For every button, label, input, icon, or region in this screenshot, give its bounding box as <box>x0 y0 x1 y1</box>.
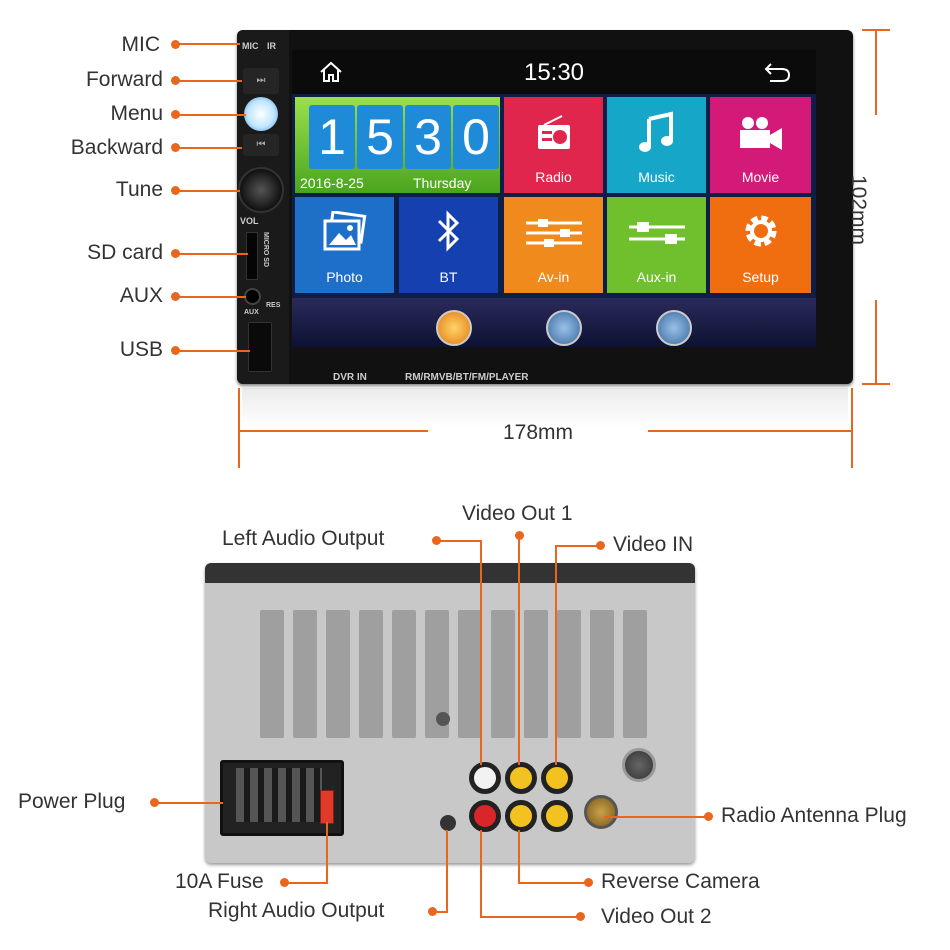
gallery-button[interactable] <box>546 310 582 346</box>
radio-icon <box>538 115 570 149</box>
bezel-micro-sd-text: MICRO SD <box>262 232 269 267</box>
reverse-camera-jack[interactable] <box>541 800 573 832</box>
bezel-vol-text: VOL <box>240 216 259 226</box>
right-audio-output-jack[interactable] <box>469 800 501 832</box>
movie-camera-icon <box>740 117 782 150</box>
aux-in-tile-label: Aux-in <box>636 269 677 285</box>
fuse[interactable] <box>320 790 334 824</box>
movie-tile[interactable]: Movie <box>710 97 811 193</box>
tune-label: Tune <box>115 178 163 201</box>
video-in-jack[interactable] <box>541 762 573 794</box>
photo-icon <box>323 211 367 251</box>
height-dimension-label: 102mm <box>847 175 870 246</box>
radio-antenna-plug[interactable] <box>584 795 618 829</box>
width-dimension-label: 178mm <box>503 421 574 444</box>
bluetooth-icon <box>437 210 460 252</box>
tune-knob[interactable] <box>238 167 284 213</box>
weekday-text: Thursday <box>413 175 472 191</box>
radio-tile[interactable]: Radio <box>504 97 603 193</box>
gear-icon <box>745 215 777 247</box>
bezel-aux-text: AUX <box>244 309 259 316</box>
av-cable-icon <box>526 219 582 247</box>
music-icon <box>639 111 673 152</box>
photo-tile-label: Photo <box>326 269 363 285</box>
usb-port[interactable] <box>248 322 272 372</box>
sd-card-slot[interactable] <box>246 232 258 280</box>
usb-label: USB <box>119 338 163 361</box>
backward-label: Backward <box>70 136 163 159</box>
radio-tile-label: Radio <box>535 169 572 185</box>
back-icon[interactable] <box>762 60 792 84</box>
top-screw-hole <box>436 712 450 726</box>
music-tile[interactable]: Music <box>607 97 706 193</box>
reverse-camera-label: Reverse Camera <box>601 870 760 893</box>
fuse-label: 10A Fuse <box>175 870 264 893</box>
aux-label: AUX <box>119 284 163 307</box>
forward-button[interactable]: ⏭ <box>243 68 279 94</box>
aux-cable-icon <box>629 222 685 244</box>
music-tile-label: Music <box>638 169 675 185</box>
mic-label: MIC <box>121 33 161 56</box>
bezel-ir-text: IR <box>267 41 276 51</box>
radio-antenna-plug-label: Radio Antenna Plug <box>721 804 907 827</box>
aux-port[interactable] <box>244 288 261 305</box>
menu-button[interactable] <box>244 97 278 131</box>
head-unit-reflection <box>242 388 848 428</box>
bt-tile-label: BT <box>439 269 458 285</box>
av-in-tile-label: Av-in <box>537 269 570 285</box>
clock-digit-4: 0 <box>453 105 499 169</box>
bezel-res-text: RES <box>266 302 281 309</box>
photo-tile[interactable]: Photo <box>295 197 394 293</box>
clock-digit-3: 3 <box>405 105 451 169</box>
video-in-label: Video IN <box>613 533 694 556</box>
date-text: 2016-8-25 <box>300 175 364 191</box>
right-audio-output-label: Right Audio Output <box>208 899 385 922</box>
bezel-dvr-in-text: DVR IN <box>333 372 367 383</box>
movie-tile-label: Movie <box>741 169 780 185</box>
video-out-1-label: Video Out 1 <box>462 502 573 525</box>
aux-in-tile[interactable]: Aux-in <box>607 197 706 293</box>
gps-port[interactable] <box>622 748 656 782</box>
left-audio-output-label: Left Audio Output <box>222 527 385 550</box>
sd-card-label: SD card <box>87 241 163 264</box>
status-clock: 15:30 <box>523 59 585 86</box>
setup-tile[interactable]: Setup <box>710 197 811 293</box>
status-bar: 15:30 <box>292 50 816 94</box>
bt-tile[interactable]: BT <box>399 197 498 293</box>
screw-hole <box>440 815 456 831</box>
video-out-2-jack[interactable] <box>505 800 537 832</box>
av-in-tile[interactable]: Av-in <box>504 197 603 293</box>
video-out-1-jack[interactable] <box>505 762 537 794</box>
home-icon[interactable] <box>318 60 344 84</box>
bezel-mic-text: MIC <box>242 41 259 51</box>
clock-digit-2: 5 <box>357 105 403 169</box>
menu-label: Menu <box>110 102 163 125</box>
power-plug-label: Power Plug <box>18 790 126 813</box>
clock-digit-1: 1 <box>309 105 355 169</box>
video-out-2-label: Video Out 2 <box>601 905 712 928</box>
screen: 15:30 1 5 3 0 2016-8-25 Thursday Radio M… <box>292 50 816 347</box>
left-audio-output-jack[interactable] <box>469 762 501 794</box>
bezel-formats-text: RM/RMVB/BT/FM/PLAYER <box>405 372 529 383</box>
setup-tile-label: Setup <box>742 269 779 285</box>
power-plug-pins <box>236 768 322 822</box>
back-unit-top-edge <box>205 563 695 583</box>
navigation-button[interactable] <box>436 310 472 346</box>
volume-button[interactable] <box>656 310 692 346</box>
backward-button[interactable]: ⏮ <box>243 134 279 156</box>
forward-label: Forward <box>85 68 163 91</box>
clock-tile: 1 5 3 0 2016-8-25 Thursday <box>295 97 500 193</box>
